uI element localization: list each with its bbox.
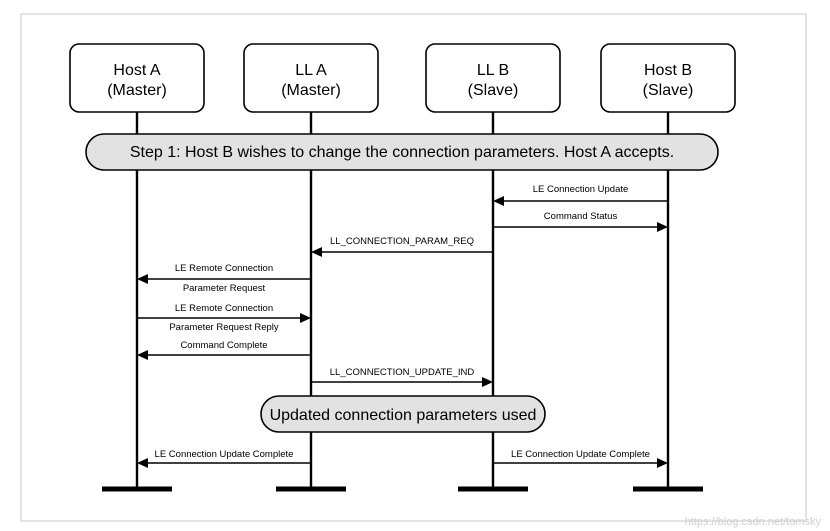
message-label: LE Connection Update Complete [155,449,294,460]
arrowhead-icon [137,274,148,284]
participant-name: Host A [113,62,160,79]
arrowhead-icon [657,458,668,468]
message-label: Command Complete [180,340,267,351]
message-arrow: LL_CONNECTION_PARAM_REQ [311,236,493,257]
arrowhead-icon [300,313,311,323]
participant-box-ll-b [425,43,561,113]
message-arrow: LL_CONNECTION_UPDATE_IND [311,367,493,387]
participant-box-host-a [69,43,205,113]
participant-name: Host B [644,62,692,79]
message-arrow: LE Connection Update Complete [493,449,668,468]
participant-box-ll-a [243,43,379,113]
message-label: LE Remote Connection [175,303,273,314]
message-arrow: LE Connection Update Complete [137,449,311,468]
result-label: Updated connection parameters used [270,407,537,424]
message-label: LE Connection Update Complete [511,449,650,460]
step-label: Step 1: Host B wishes to change the conn… [130,144,674,161]
participant-name: LL A [295,62,327,79]
message-label: Parameter Request [183,283,266,294]
watermark: https://blog.csdn.net/tomsky [685,516,822,528]
arrowhead-icon [493,196,504,206]
participant-role: (Master) [281,82,341,99]
message-arrow: Command Status [493,211,668,232]
participant-role: (Slave) [643,82,694,99]
participant-role: (Slave) [468,82,519,99]
message-label: Command Status [544,211,618,222]
message-label: LL_CONNECTION_PARAM_REQ [330,236,474,247]
arrowhead-icon [311,247,322,257]
participant-role: (Master) [107,82,167,99]
message-arrow: Command Complete [137,340,311,360]
arrowhead-icon [482,377,493,387]
step-banner [85,133,719,171]
result-banner [260,395,546,433]
message-label: LL_CONNECTION_UPDATE_IND [330,367,475,378]
message-label: LE Connection Update [533,184,629,195]
arrowhead-icon [137,458,148,468]
arrowhead-icon [657,222,668,232]
participant-name: LL B [477,62,509,79]
participant-box-host-b [600,43,736,113]
message-arrow: LE Connection Update [493,184,668,206]
message-label: Parameter Request Reply [169,322,279,333]
message-label: LE Remote Connection [175,263,273,274]
arrowhead-icon [137,350,148,360]
